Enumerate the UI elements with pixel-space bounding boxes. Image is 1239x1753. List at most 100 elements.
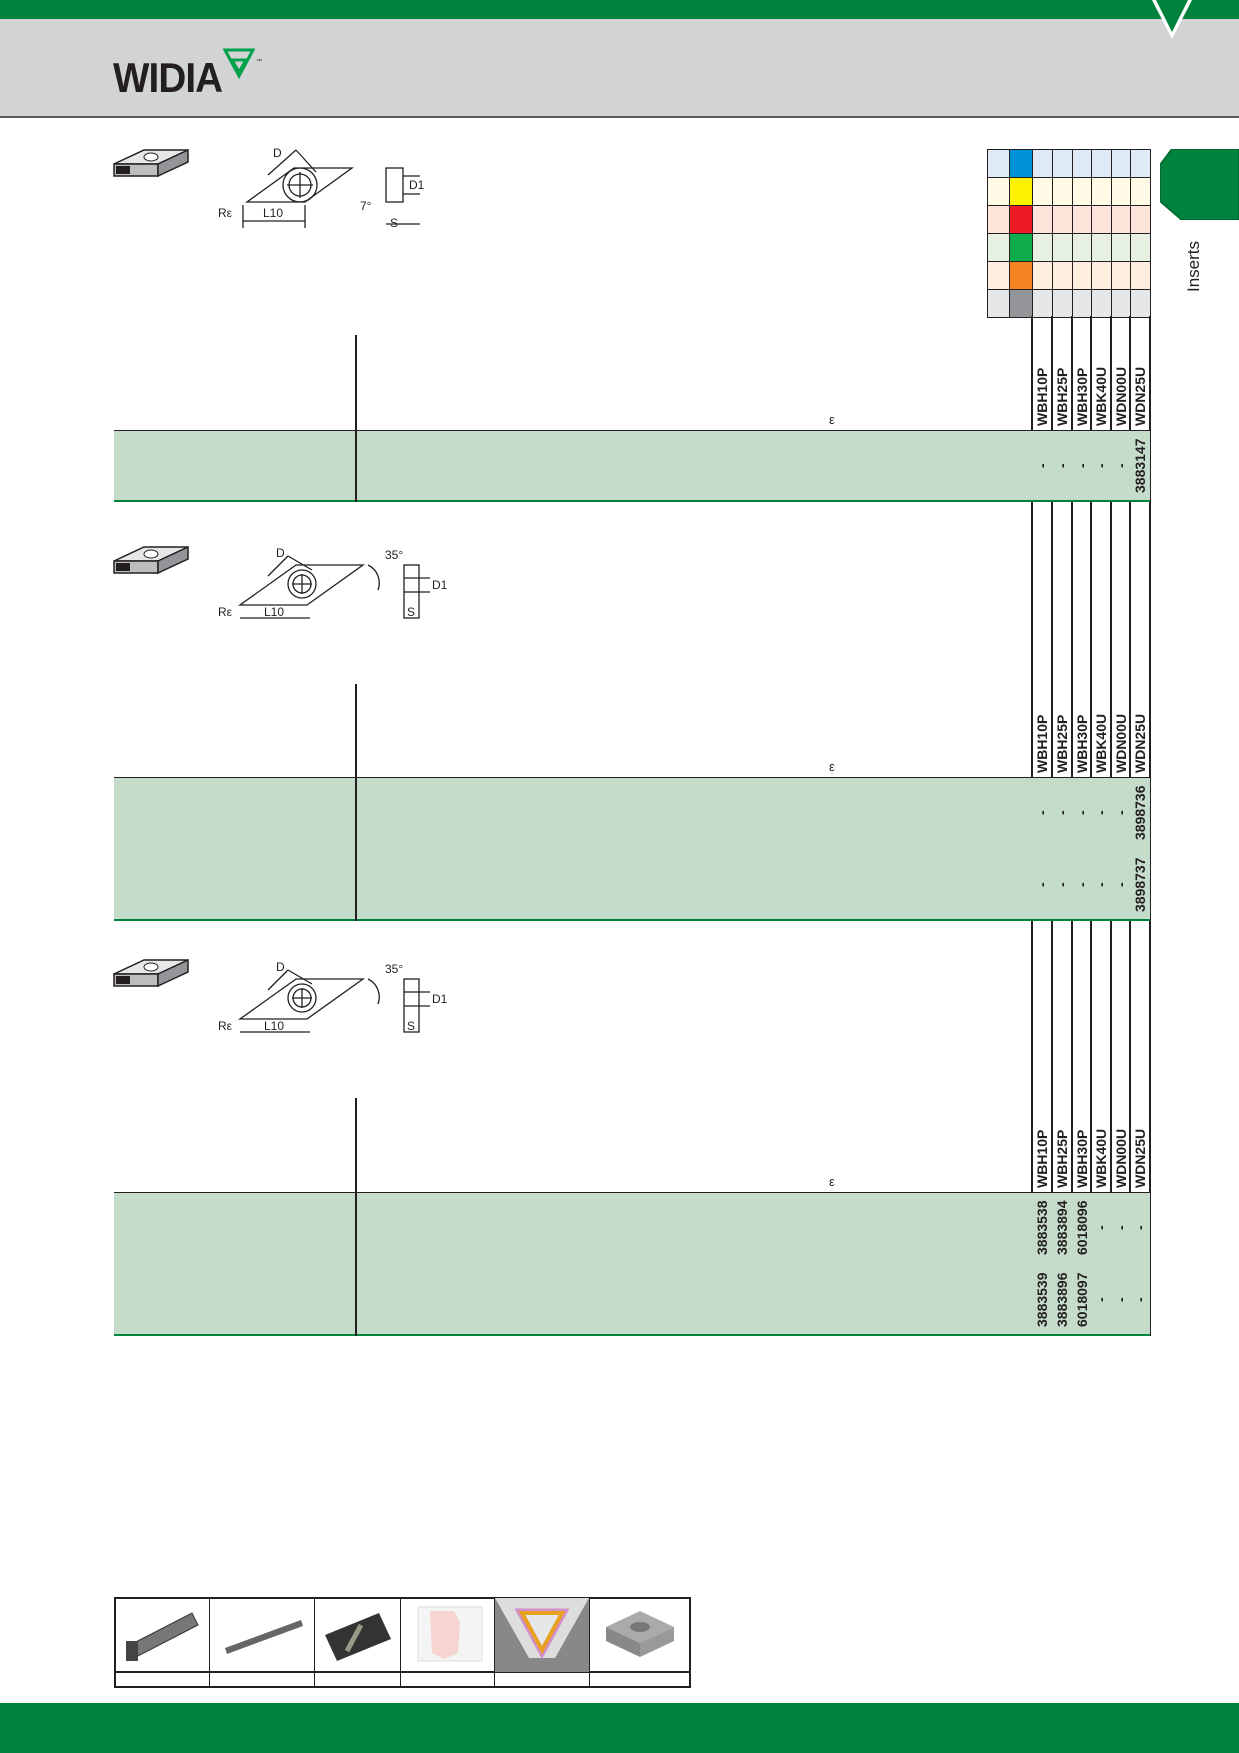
label-d: D xyxy=(276,546,285,560)
label-s: S xyxy=(407,605,415,619)
epsilon-symbol: ε xyxy=(829,759,835,774)
toolholder-image xyxy=(116,1599,209,1673)
label-s: S xyxy=(407,1019,415,1033)
thumbnail-label xyxy=(210,1673,315,1686)
grid-cell xyxy=(1091,233,1112,262)
label-angle: 35° xyxy=(385,962,403,976)
thumbnail-label xyxy=(116,1673,209,1686)
widia-logo: WIDIA ™ xyxy=(113,44,263,101)
label-angle: 7° xyxy=(360,199,372,213)
label-re: Rε xyxy=(218,1019,233,1033)
label-d: D xyxy=(276,960,285,974)
epsilon-symbol: ε xyxy=(829,412,835,427)
grid-cell xyxy=(1072,289,1092,318)
material-color-swatch xyxy=(1009,177,1033,206)
insert-diagram-3 xyxy=(237,969,430,1033)
thumbnail-insert xyxy=(590,1599,689,1686)
grade-header-wdn00u: WDN00U xyxy=(1113,366,1129,426)
not-available-mark: - xyxy=(1074,810,1090,816)
order-number: 6018096 xyxy=(1074,1200,1090,1256)
grade-header-wbh10p: WBH10P xyxy=(1034,714,1050,773)
not-available-mark: - xyxy=(1113,463,1129,469)
grade-header-wbh30p: WBH30P xyxy=(1074,1129,1090,1188)
grade-header-wdn25u: WDN25U xyxy=(1132,713,1148,773)
material-group-row xyxy=(987,233,1151,262)
header-divider xyxy=(355,684,357,777)
top-bar xyxy=(0,0,1239,19)
grade-header-wbh10p: WBH10P xyxy=(1034,367,1050,426)
row-divider xyxy=(355,1192,357,1336)
order-number: 3883538 xyxy=(1034,1200,1050,1256)
not-available-mark: - xyxy=(1093,463,1109,469)
not-available-mark: - xyxy=(1093,1297,1109,1303)
grade-header-wbk40u: WBK40U xyxy=(1093,1128,1109,1188)
grid-cell xyxy=(1111,289,1131,318)
grade-header-wdn00u: WDN00U xyxy=(1113,713,1129,773)
thumbnail-cartridge xyxy=(315,1599,401,1686)
not-available-mark: - xyxy=(1132,1225,1148,1231)
order-number: 3883147 xyxy=(1132,438,1148,494)
thumbnail-label xyxy=(495,1673,589,1686)
label-angle: 35° xyxy=(385,548,403,562)
grid-cell xyxy=(1111,261,1131,290)
material-color-swatch xyxy=(1009,289,1033,318)
not-available-mark: - xyxy=(1113,882,1129,888)
label-re: Rε xyxy=(218,605,233,619)
grade-header-wbh25p: WBH25P xyxy=(1054,1129,1070,1188)
boring-bar-image xyxy=(209,1599,315,1673)
not-available-mark: - xyxy=(1034,882,1050,888)
grid-cell xyxy=(1032,289,1053,318)
order-number: 3883896 xyxy=(1054,1272,1070,1328)
not-available-mark: - xyxy=(1132,1297,1148,1303)
thumbnail-boring-bar xyxy=(209,1599,316,1686)
grade-header-wbh25p: WBH25P xyxy=(1054,714,1070,773)
label-l10: L10 xyxy=(264,605,284,619)
coating-layers-image xyxy=(495,1598,590,1673)
label-re: Rε xyxy=(218,206,233,220)
order-number: 3898737 xyxy=(1132,857,1148,913)
not-available-mark: - xyxy=(1093,1225,1109,1231)
logo-triangles-icon xyxy=(223,48,255,80)
trademark: ™ xyxy=(256,59,262,65)
thumbnail-label xyxy=(590,1673,689,1686)
grade-header-wbk40u: WBK40U xyxy=(1093,366,1109,426)
grid-cell xyxy=(1091,177,1112,206)
material-group-row xyxy=(987,149,1151,178)
grid-cell xyxy=(1130,233,1151,262)
insert-image-2 xyxy=(113,546,189,574)
label-l10: L10 xyxy=(263,206,283,220)
not-available-mark: - xyxy=(1113,1225,1129,1231)
not-available-mark: - xyxy=(1093,810,1109,816)
order-number: 3898736 xyxy=(1132,785,1148,841)
row-divider xyxy=(355,777,357,921)
material-group-grid xyxy=(987,149,1151,318)
label-d1: D1 xyxy=(432,578,448,592)
page-header xyxy=(0,19,1239,118)
not-available-mark: - xyxy=(1034,810,1050,816)
material-group-row xyxy=(987,289,1151,318)
label-s: S xyxy=(390,216,398,230)
insert-diagram-1 xyxy=(242,149,420,228)
grid-cell xyxy=(1072,177,1092,206)
grade-header-wbh30p: WBH30P xyxy=(1074,367,1090,426)
not-available-mark: - xyxy=(1093,882,1109,888)
label-l10: L10 xyxy=(264,1019,284,1033)
grid-cell xyxy=(1052,149,1073,178)
grade-header-wdn25u: WDN25U xyxy=(1132,366,1148,426)
thumbnail-chipbreaker-chart xyxy=(400,1599,496,1686)
material-group-row xyxy=(987,261,1151,290)
label-d: D xyxy=(273,146,282,160)
order-number: 6018097 xyxy=(1074,1272,1090,1328)
grid-cell xyxy=(1111,149,1131,178)
related-products-strip xyxy=(114,1597,691,1688)
grid-cell xyxy=(1130,177,1151,206)
material-color-swatch xyxy=(1009,233,1033,262)
header-divider xyxy=(355,335,357,430)
epsilon-symbol: ε xyxy=(829,1174,835,1189)
thumbnail-coating-layers xyxy=(495,1598,591,1686)
product-row-group xyxy=(114,430,1150,502)
insert-image-1 xyxy=(113,149,189,177)
material-group-row xyxy=(987,177,1151,206)
grid-cell xyxy=(1130,289,1151,318)
